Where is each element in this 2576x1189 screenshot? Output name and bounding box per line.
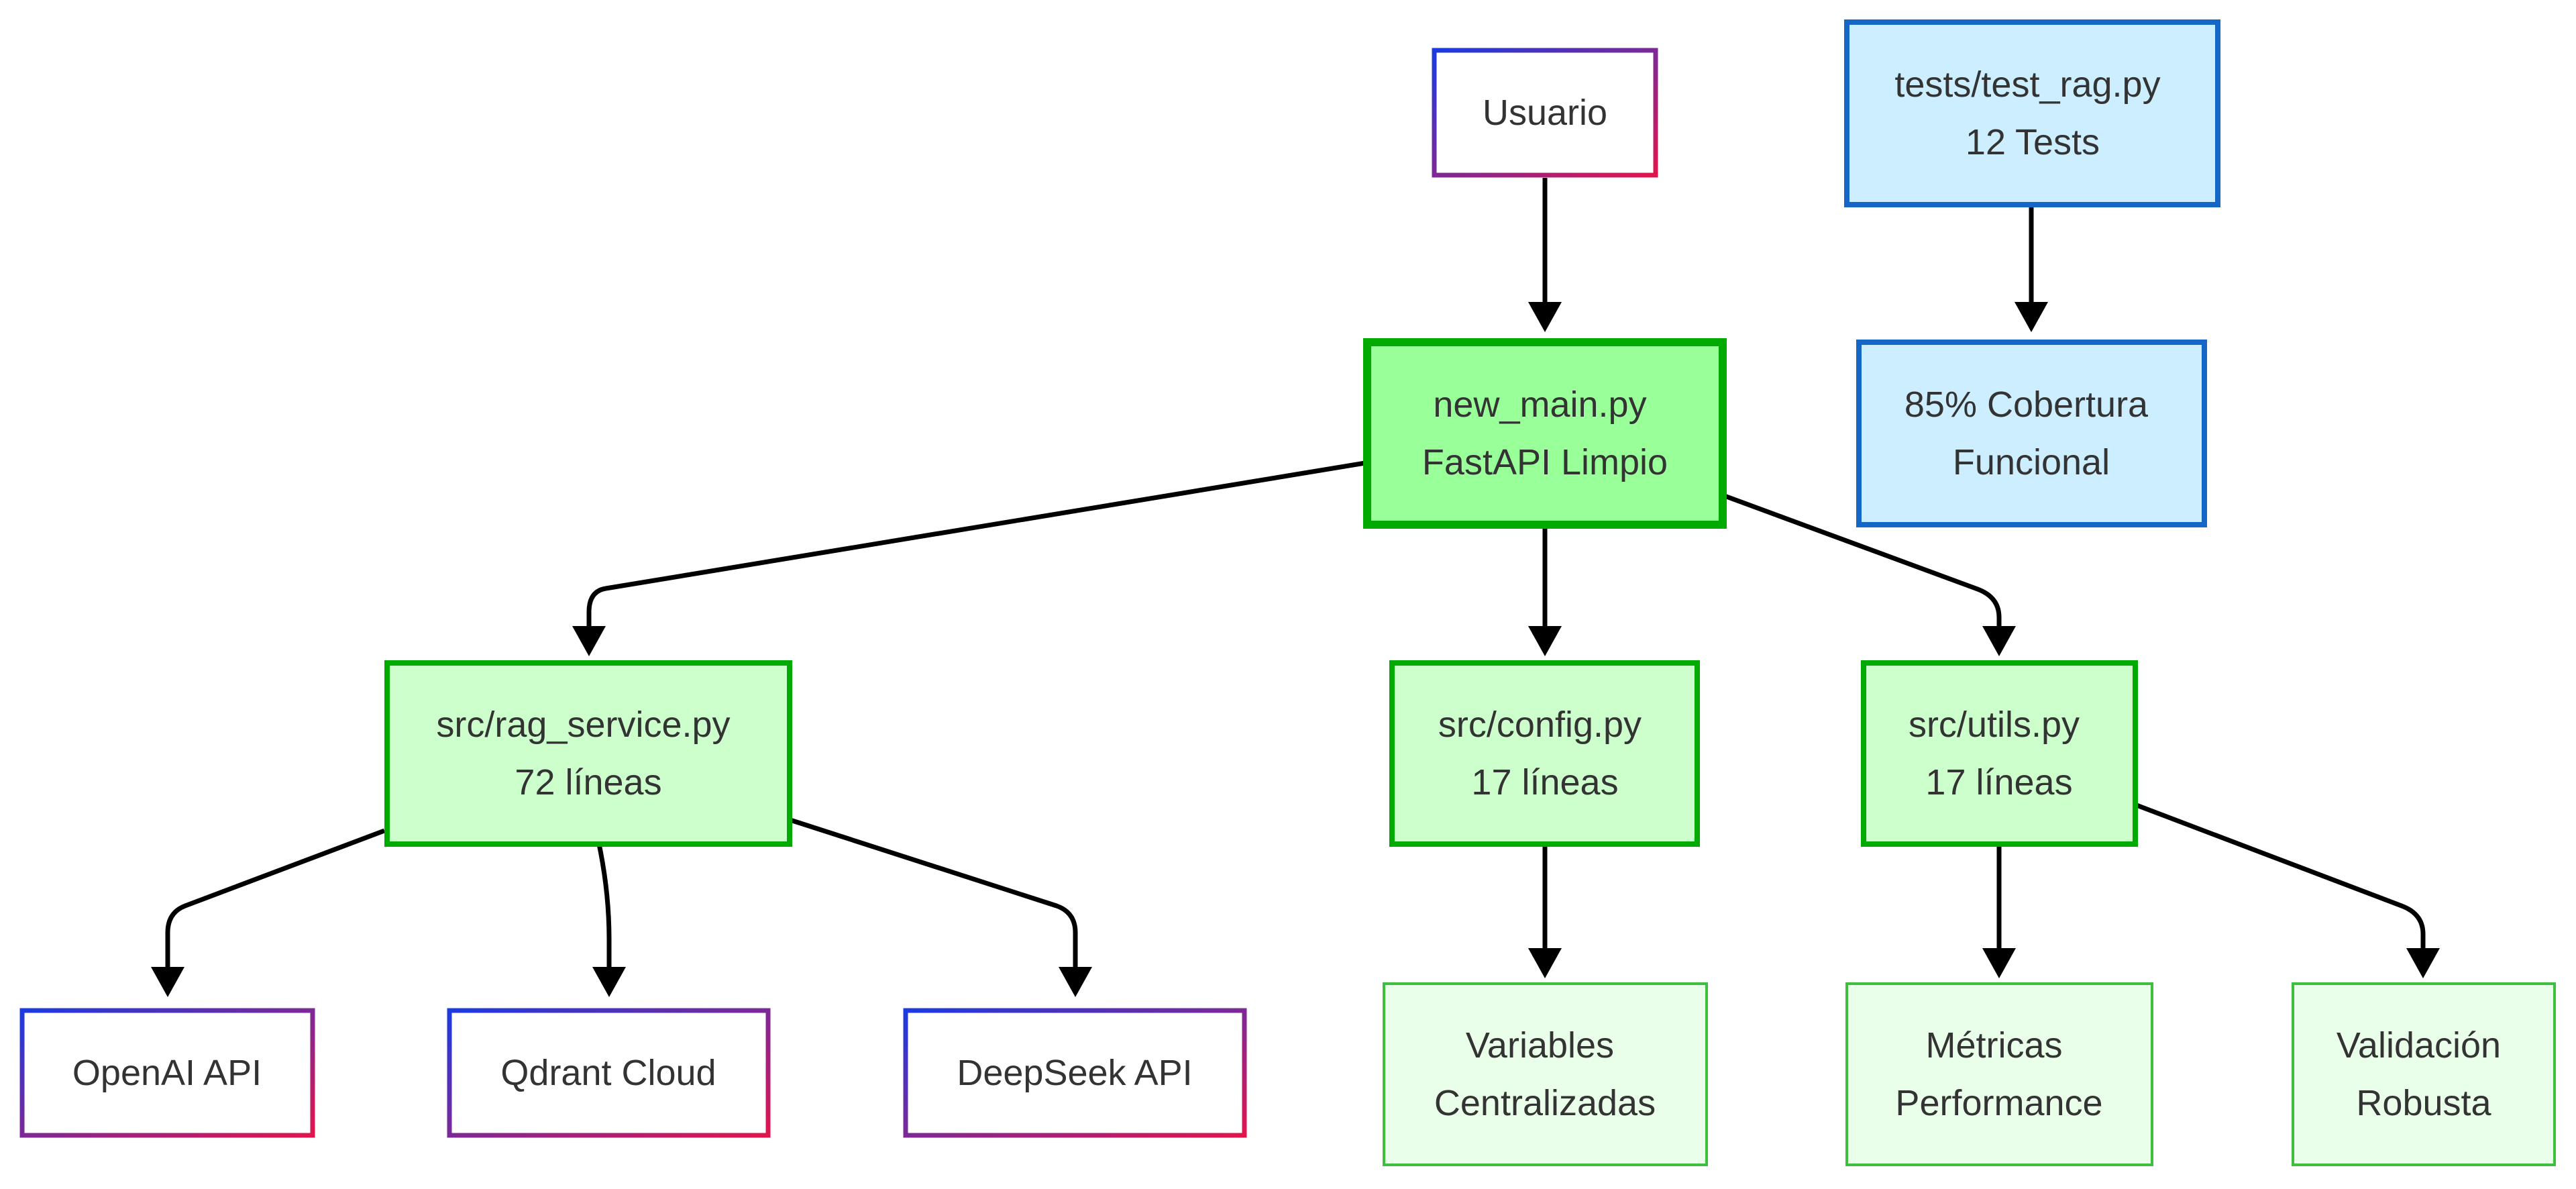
node-openai: OpenAI API [19, 1008, 315, 1138]
arrowhead-metricas [1982, 948, 2016, 978]
arrowhead-qdrant [592, 967, 626, 997]
node-utils: src/utils.py 17 líneas [1861, 660, 2138, 847]
arrowhead-openai [151, 967, 184, 997]
node-variables: Variables Centralizadas [1383, 982, 1708, 1166]
edge-rag-to-deepseek [789, 817, 1078, 970]
node-main: new_main.py FastAPI Limpio [1363, 338, 1727, 529]
node-utils-label: src/utils.py 17 líneas [1909, 705, 2090, 803]
node-qdrant: Qdrant Cloud [447, 1008, 771, 1138]
node-main-label: new_main.py FastAPI Limpio [1422, 384, 1668, 482]
arrowhead-cobertura [2015, 302, 2048, 332]
arrowhead-utils [1982, 626, 2016, 656]
edge-main-to-utils [1721, 493, 2002, 629]
node-usuario: Usuario [1432, 48, 1658, 178]
node-metricas: Métricas Performance [1845, 982, 2153, 1166]
node-usuario-label: Usuario [1483, 93, 1607, 133]
node-variables-label: Variables Centralizadas [1434, 1025, 1656, 1123]
node-qdrant-label: Qdrant Cloud [500, 1053, 716, 1093]
arrowheads [151, 302, 2440, 997]
edge-rag-to-qdrant [596, 843, 612, 970]
node-tests-label: tests/test_rag.py 12 Tests [1894, 64, 2170, 162]
node-rag-label: src/rag_service.py 72 líneas [436, 705, 740, 803]
node-metricas-label: Métricas Performance [1895, 1025, 2102, 1123]
edge-utils-to-validacion [2135, 803, 2426, 951]
node-cobertura-label: 85% Cobertura Funcional [1904, 384, 2158, 482]
node-validacion-label: Validación Robusta [2337, 1025, 2511, 1123]
edge-main-to-rag [586, 460, 1366, 629]
arrowhead-validacion [2406, 948, 2440, 978]
edge-rag-to-openai [165, 828, 386, 970]
node-config-label: src/config.py 17 líneas [1438, 705, 1652, 803]
node-validacion: Validación Robusta [2292, 982, 2556, 1166]
node-deepseek: DeepSeek API [903, 1008, 1247, 1138]
arrowhead-main [1528, 302, 1562, 332]
node-rag: src/rag_service.py 72 líneas [384, 660, 792, 847]
node-cobertura: 85% Cobertura Funcional [1856, 340, 2207, 527]
node-openai-label: OpenAI API [72, 1053, 262, 1093]
edges [165, 178, 2426, 970]
node-tests: tests/test_rag.py 12 Tests [1844, 19, 2220, 207]
arrowhead-variables [1528, 948, 1562, 978]
arrowhead-rag [572, 626, 606, 656]
node-deepseek-label: DeepSeek API [957, 1053, 1192, 1093]
node-config: src/config.py 17 líneas [1389, 660, 1700, 847]
arrowhead-config [1528, 626, 1562, 656]
arrowhead-deepseek [1059, 967, 1092, 997]
